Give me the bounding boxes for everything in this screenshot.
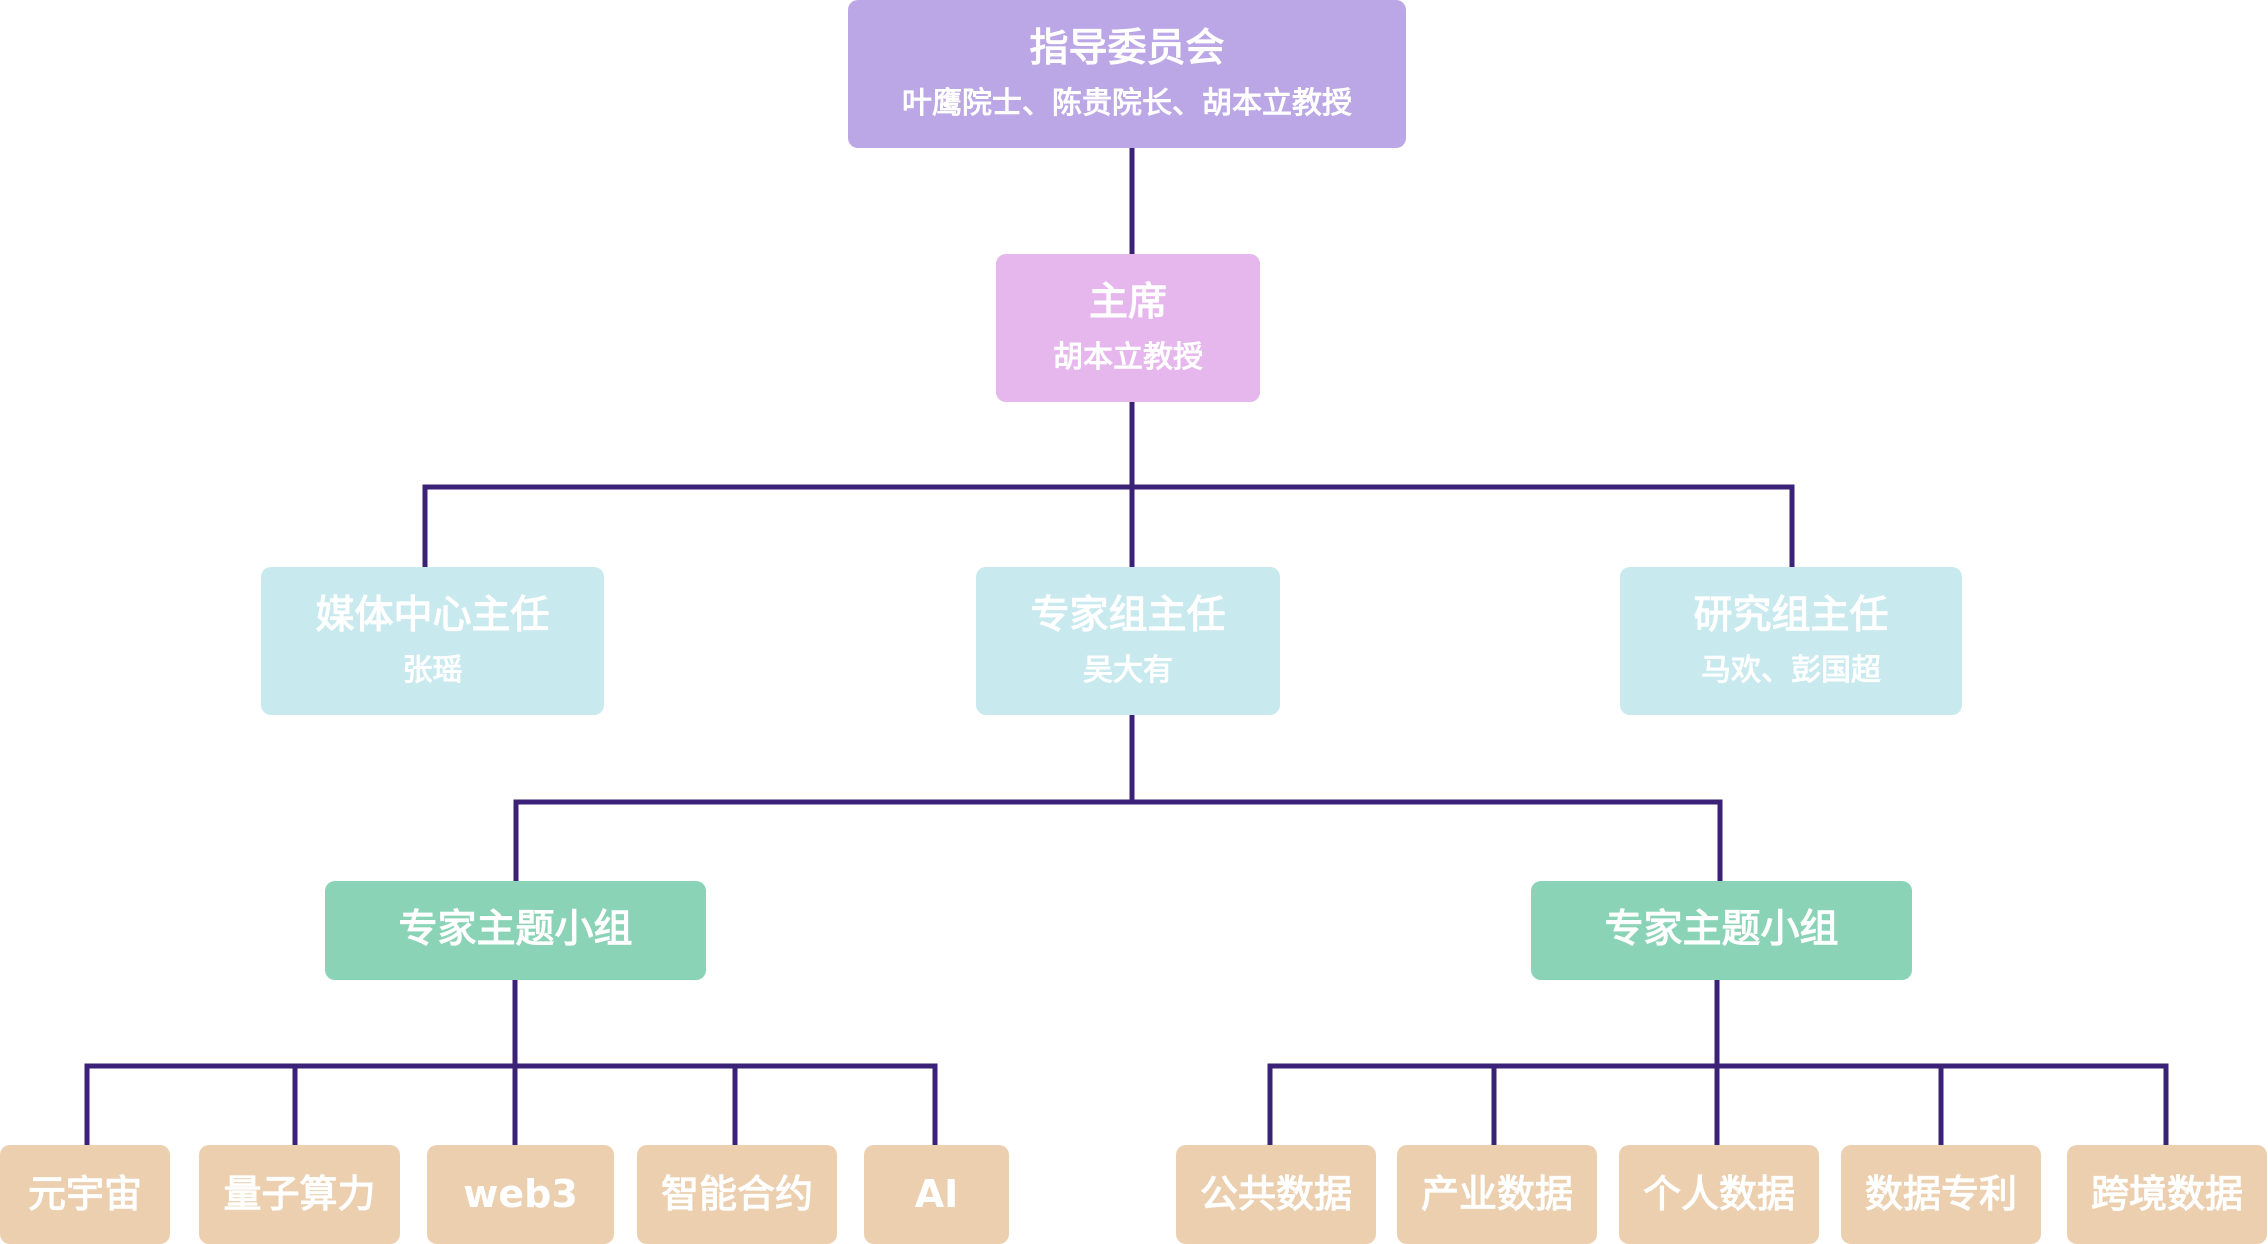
expert-topic-group-title: 专家主题小组: [1604, 907, 1839, 953]
topic-node-data-patents: 数据专利: [1841, 1145, 2041, 1244]
expert-director-name: 吴大有: [1083, 653, 1173, 689]
topic-label: 数据专利: [1864, 1171, 2017, 1216]
topic-label: 产业数据: [1420, 1171, 1573, 1216]
media-director-node: 媒体中心主任 张瑶: [261, 567, 604, 715]
topic-label: AI: [914, 1171, 959, 1216]
topic-label: 跨境数据: [2090, 1171, 2243, 1216]
topic-label: 智能合约: [660, 1171, 813, 1216]
topic-label: 元宇宙: [27, 1171, 142, 1216]
steering-committee-title: 指导委员会: [1029, 25, 1225, 71]
expert-topic-group-node-1: 专家主题小组: [325, 881, 706, 980]
steering-committee-node: 指导委员会 叶鹰院士、陈贵院长、胡本立教授: [848, 0, 1406, 148]
topic-node-metaverse: 元宇宙: [0, 1145, 170, 1244]
topic-node-smart-contracts: 智能合约: [637, 1145, 837, 1244]
research-director-node: 研究组主任 马欢、彭国超: [1620, 567, 1962, 715]
topic-node-quantum-computing: 量子算力: [199, 1145, 400, 1244]
expert-topic-group-title: 专家主题小组: [398, 907, 633, 953]
expert-topic-group-node-2: 专家主题小组: [1531, 881, 1912, 980]
topic-label: 量子算力: [223, 1171, 376, 1216]
topic-node-ai: AI: [864, 1145, 1009, 1244]
media-director-name: 张瑶: [402, 653, 463, 689]
topic-node-cross-border-data: 跨境数据: [2067, 1145, 2267, 1244]
expert-director-node: 专家组主任 吴大有: [976, 567, 1280, 715]
topic-node-web3: web3: [427, 1145, 614, 1244]
topic-label: 公共数据: [1199, 1171, 1352, 1216]
topic-node-public-data: 公共数据: [1176, 1145, 1376, 1244]
chair-node: 主席 胡本立教授: [996, 254, 1260, 402]
chair-name: 胡本立教授: [1053, 340, 1203, 376]
chair-title: 主席: [1088, 279, 1167, 325]
steering-committee-members: 叶鹰院士、陈贵院长、胡本立教授: [902, 86, 1352, 122]
media-director-title: 媒体中心主任: [315, 592, 550, 638]
research-director-name: 马欢、彭国超: [1701, 653, 1881, 689]
topic-label: web3: [463, 1171, 578, 1216]
research-director-title: 研究组主任: [1693, 592, 1889, 638]
topic-node-personal-data: 个人数据: [1619, 1145, 1819, 1244]
expert-director-title: 专家组主任: [1030, 592, 1226, 638]
topic-node-industry-data: 产业数据: [1397, 1145, 1597, 1244]
topic-label: 个人数据: [1642, 1171, 1795, 1216]
